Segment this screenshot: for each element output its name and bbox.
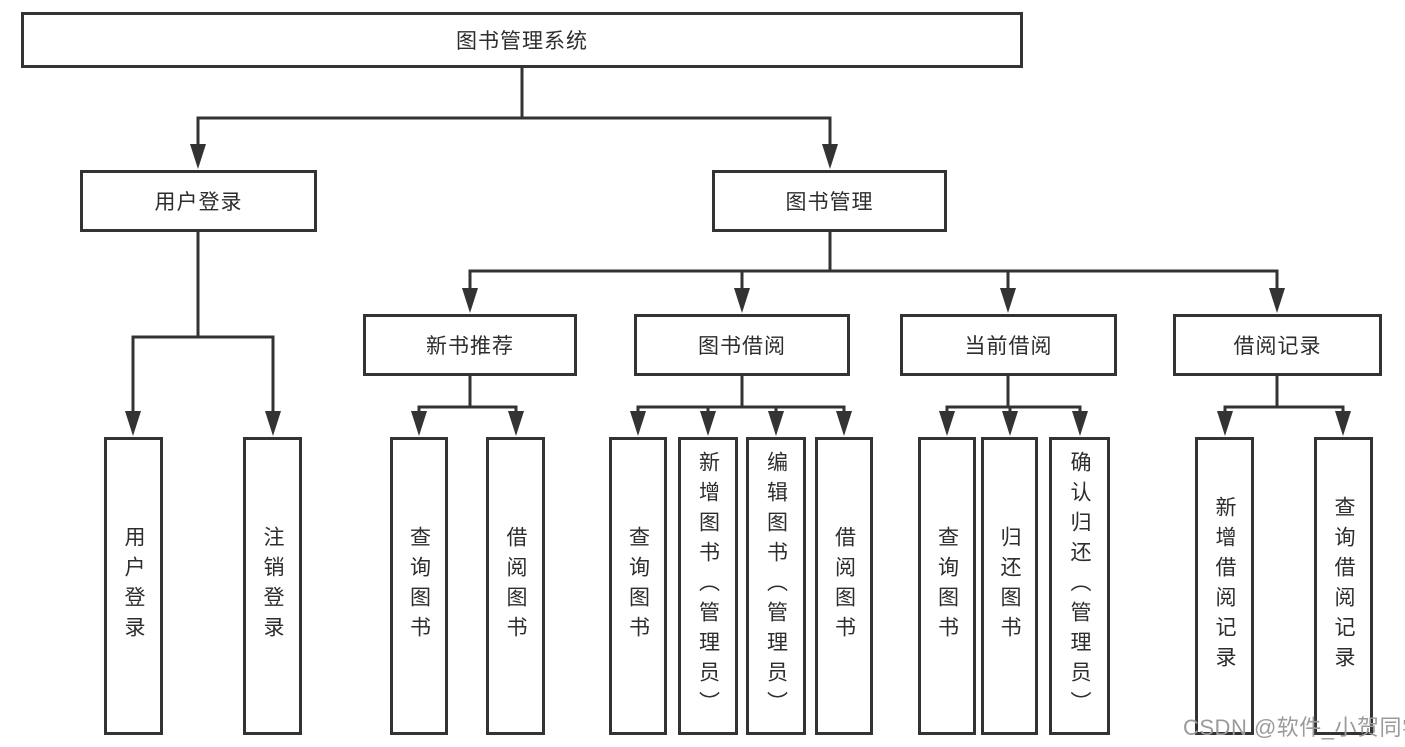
csdn-watermark: CSDN @软件_小贺同学 (1183, 715, 1405, 740)
node-label: 新增借阅记录 (1213, 496, 1236, 676)
node-label: 新书推荐 (426, 335, 514, 358)
arrowhead-icon (1000, 288, 1016, 313)
arrowhead-icon (768, 411, 784, 436)
arrowhead-icon (1335, 411, 1351, 436)
node-label: 借阅图书 (832, 526, 856, 646)
branch-user-login: 用户登录 (80, 170, 317, 232)
node-label: 用户登录 (122, 526, 145, 646)
arrowhead-icon (508, 411, 524, 436)
leaf-query-borrow-record: 查询借阅记录 (1314, 437, 1373, 735)
section-current-borrowing: 当前借阅 (900, 314, 1117, 376)
node-label: 用户登录 (154, 191, 243, 214)
arrowhead-icon (939, 411, 955, 436)
leaf-user-login: 用户登录 (104, 437, 163, 735)
arrowhead-icon (1072, 411, 1088, 436)
section-borrow-records: 借阅记录 (1173, 314, 1382, 376)
arrowhead-icon (734, 288, 750, 313)
leaf-query-books-newrec: 查询图书 (390, 437, 448, 735)
arrowhead-icon (1217, 411, 1233, 436)
node-label: 查询借阅记录 (1332, 496, 1355, 676)
node-label: 图书管理系统 (456, 30, 588, 53)
arrowhead-icon (190, 144, 206, 169)
arrowhead-icon (125, 411, 141, 436)
leaf-query-books-current: 查询图书 (918, 437, 976, 735)
arrowhead-icon (836, 411, 852, 436)
leaf-edit-book-admin: 编辑图书（管理员） (746, 437, 806, 735)
leaf-query-books-borrow: 查询图书 (609, 437, 667, 735)
node-label: 查询图书 (935, 526, 959, 646)
arrowhead-icon (1002, 411, 1018, 436)
node-label: 图书管理 (785, 191, 874, 214)
leaf-borrow-books-borrow: 借阅图书 (815, 437, 873, 735)
arrowhead-icon (822, 144, 838, 169)
node-label: 当前借阅 (964, 335, 1053, 358)
leaf-logout: 注销登录 (243, 437, 302, 735)
section-new-book-recommend: 新书推荐 (363, 314, 577, 376)
arrowhead-icon (630, 411, 646, 436)
arrowhead-icon (700, 411, 716, 436)
node-label: 注销登录 (261, 526, 284, 646)
leaf-borrow-books-newrec: 借阅图书 (486, 437, 545, 735)
node-label: 确认归还（管理员） (1068, 451, 1091, 721)
leaf-add-borrow-record: 新增借阅记录 (1195, 437, 1254, 735)
leaf-add-book-admin: 新增图书（管理员） (678, 437, 738, 735)
node-label: 查询图书 (407, 526, 431, 646)
arrowhead-icon (462, 288, 478, 313)
node-label: 借阅记录 (1233, 335, 1322, 358)
arrowhead-icon (1269, 288, 1285, 313)
leaf-return-book: 归还图书 (981, 437, 1038, 735)
arrowhead-icon (265, 411, 281, 436)
node-label: 编辑图书（管理员） (764, 451, 788, 721)
arrowhead-icon (411, 411, 427, 436)
node-label: 借阅图书 (504, 526, 527, 646)
node-label: 归还图书 (998, 526, 1021, 646)
leaf-confirm-return-admin: 确认归还（管理员） (1049, 437, 1110, 735)
node-root: 图书管理系统 (21, 12, 1023, 68)
node-label: 图书借阅 (698, 335, 786, 358)
section-book-borrowing: 图书借阅 (634, 314, 850, 376)
node-label: 查询图书 (626, 526, 650, 646)
branch-book-management: 图书管理 (712, 170, 947, 232)
node-label: 新增图书（管理员） (696, 451, 720, 721)
